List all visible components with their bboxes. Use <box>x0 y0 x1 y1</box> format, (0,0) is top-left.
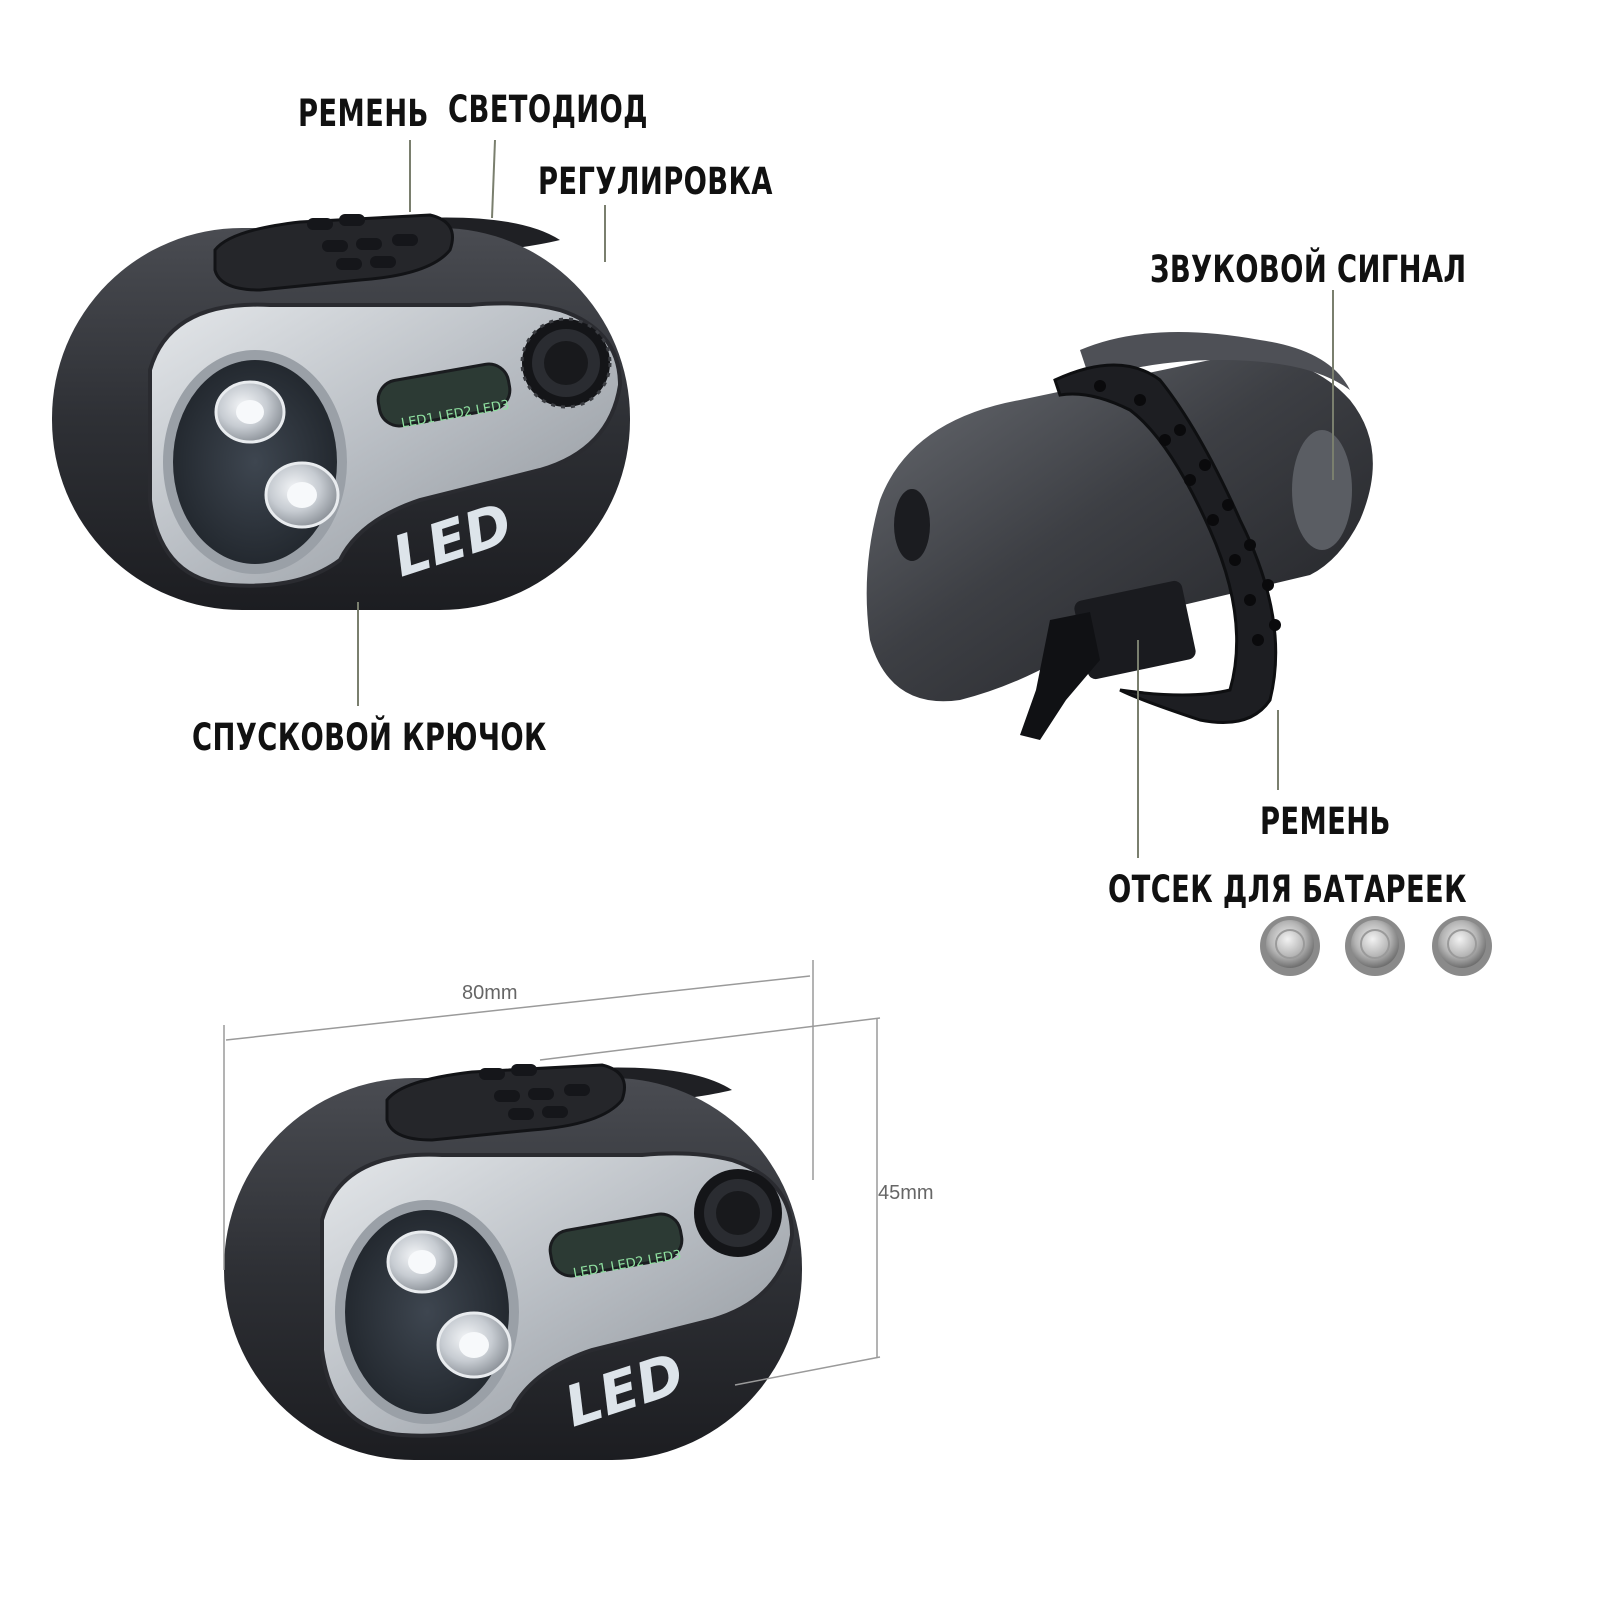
label-adjustment: РЕГУЛИРОВКА <box>538 160 773 203</box>
label-trigger-hook: СПУСКОВОЙ КРЮЧОК <box>192 716 547 759</box>
leader-lines-front <box>357 139 606 706</box>
device-side-view <box>866 332 1373 740</box>
label-led: СВЕТОДИОД <box>448 88 648 131</box>
dim-height-ext-bottom <box>734 1356 881 1386</box>
dimension-width-label: 80mm <box>462 982 518 1004</box>
strap-holes <box>1094 380 1281 646</box>
label-strap-top: РЕМЕНЬ <box>298 92 429 135</box>
label-strap-side: РЕМЕНЬ <box>1260 800 1391 843</box>
led-lens-icon <box>386 1230 512 1379</box>
battery-cell-icon <box>1345 916 1405 976</box>
buzzer-grill <box>1292 430 1352 550</box>
trigger-clip <box>1020 612 1100 740</box>
dim-height-ext-top <box>539 1017 881 1061</box>
battery-cells <box>1260 916 1492 976</box>
label-battery-compartment: ОТСЕК ДЛЯ БАТАРЕЕК <box>1108 868 1467 911</box>
device-front-view: LED1 LED2 LED3 LED <box>50 212 632 612</box>
dim-width-line <box>225 975 811 1041</box>
battery-compartment-door <box>1074 580 1196 680</box>
leader-lines-side <box>1137 290 1334 858</box>
battery-cell-icon <box>1432 916 1492 976</box>
led-lens-icon <box>214 380 340 529</box>
leader-led <box>491 139 496 219</box>
dimension-height-label: 45mm <box>878 1182 934 1204</box>
battery-cell-icon <box>1260 916 1320 976</box>
dimension-lines <box>223 960 881 1386</box>
label-buzzer: ЗВУКОВОЙ СИГНАЛ <box>1150 248 1467 291</box>
device-front-body <box>50 212 632 612</box>
device-dimensions-view: LED1 LED2 LED3 LED <box>222 1062 804 1462</box>
side-knob <box>894 489 930 561</box>
knob-icon <box>520 317 612 409</box>
device-dimension-body <box>222 1062 804 1462</box>
